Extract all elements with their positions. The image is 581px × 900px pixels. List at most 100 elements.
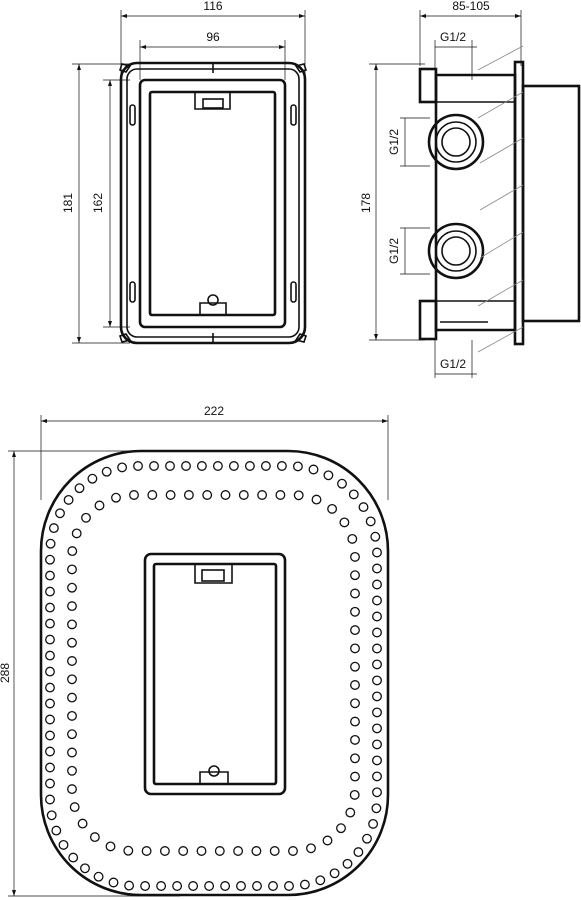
screw-hole-dot: [63, 494, 74, 505]
screw-hole-dot: [349, 789, 360, 800]
screw-hole-dot: [45, 762, 55, 773]
screw-hole-dot: [345, 807, 356, 818]
screw-hole-dot: [350, 734, 360, 745]
screw-hole-dot: [67, 710, 77, 721]
screw-hole-dot: [372, 707, 382, 718]
screw-hole-dot: [129, 490, 139, 500]
screw-hole-dot: [220, 490, 231, 500]
screw-hole-dot: [327, 503, 338, 514]
screw-hole-dot: [268, 881, 278, 891]
screw-hole-dot: [350, 771, 360, 782]
screw-hole-dot: [159, 846, 170, 856]
side-view: 85-105 G1/2 178 G1/2 G1/2: [359, 0, 581, 378]
screw-hole-dot: [45, 618, 55, 629]
screw-hole-dot: [188, 881, 199, 891]
screw-hole-dot: [67, 729, 77, 740]
screw-hole-dot: [372, 611, 382, 622]
front-width-inner-label: 96: [206, 30, 220, 44]
screw-hole-dot: [196, 461, 207, 471]
screw-hole-dot: [67, 564, 77, 575]
screw-hole-dot: [372, 563, 382, 574]
screw-hole-dot: [45, 666, 55, 677]
screw-hole-dot: [284, 881, 294, 891]
screw-hole-dot: [149, 461, 159, 471]
screw-hole-dot: [372, 691, 382, 702]
screw-hole-dot: [353, 847, 364, 858]
screw-hole-dot: [368, 818, 379, 829]
screw-hole-dot: [350, 680, 360, 690]
screw-hole-dot: [71, 528, 82, 539]
screw-hole-dot: [228, 461, 239, 471]
plate-width-label: 222: [204, 404, 224, 418]
screw-hole-dot: [371, 803, 382, 814]
screw-hole-dot: [140, 881, 151, 891]
screw-hole-dot: [141, 846, 152, 856]
front-view: 116 96 181 162: [61, 0, 308, 345]
screw-hole-dot: [45, 698, 55, 709]
screw-hole-dot: [183, 490, 194, 500]
screw-hole-dot: [220, 881, 231, 891]
screw-hole-dot: [293, 490, 304, 501]
screw-hole-dot: [45, 602, 55, 613]
screw-hole-dot: [292, 461, 303, 472]
screw-hole-dot: [358, 502, 369, 513]
screw-hole-dot: [260, 461, 271, 471]
screw-hole-dot: [306, 843, 316, 854]
screw-hole-dot: [372, 595, 382, 606]
screw-hole-dot: [69, 802, 80, 813]
side-height-label: 178: [359, 193, 373, 213]
screw-hole-dot: [342, 858, 353, 869]
screw-hole-dot: [347, 533, 358, 544]
screw-hole-dot: [350, 588, 360, 599]
side-thread-bottom-label: G1/2: [440, 357, 466, 371]
screw-hole-dot: [350, 643, 360, 654]
screw-hole-dot: [74, 483, 85, 494]
screw-hole-dot: [350, 698, 360, 709]
screw-hole-dot: [311, 494, 322, 505]
screw-hole-dot: [350, 753, 360, 764]
screw-hole-dot: [77, 818, 88, 829]
screw-hole-dot: [51, 825, 62, 836]
screw-hole-dot: [111, 492, 121, 503]
screw-hole-dot: [244, 461, 255, 471]
screw-hole-dot: [178, 846, 189, 856]
screw-hole-dot: [299, 879, 310, 890]
screw-hole-dot: [45, 746, 55, 757]
screw-hole-dot: [350, 606, 360, 617]
screw-hole-dot: [45, 682, 55, 693]
screw-hole-dot: [81, 512, 91, 523]
screw-hole-dot: [372, 771, 382, 782]
screw-hole-dot: [236, 881, 246, 891]
screw-hole-dot: [67, 784, 77, 795]
screw-hole-dot: [336, 823, 346, 834]
screw-hole-dot: [68, 852, 79, 863]
screw-hole-dot: [372, 675, 382, 686]
screw-hole-dot: [67, 765, 77, 776]
screw-hole-dot: [362, 833, 372, 844]
screw-hole-dot: [117, 462, 128, 473]
screw-hole-dot: [196, 846, 207, 856]
screw-hole-dot: [276, 461, 287, 471]
screw-hole-dot: [46, 810, 57, 821]
screw-hole-dot: [372, 547, 382, 558]
screw-hole-dot: [372, 739, 382, 750]
screw-hole-dot: [233, 846, 244, 856]
screw-hole-dot: [251, 846, 262, 856]
screw-hole-dot: [322, 835, 333, 846]
screw-hole-dot: [365, 516, 376, 527]
screw-hole-dot: [45, 794, 55, 805]
screw-hole-dot: [202, 490, 213, 500]
screw-hole-dot: [181, 461, 191, 471]
screw-hole-dot: [372, 627, 382, 638]
screw-hole-dot: [252, 881, 262, 891]
screw-hole-dot: [372, 643, 382, 654]
screw-hole-dot: [105, 841, 116, 852]
screw-hole-dot: [67, 582, 77, 593]
screw-hole-dot: [45, 538, 56, 549]
screw-hole-dot: [350, 551, 360, 562]
screw-hole-dot: [165, 490, 176, 500]
screw-hole-dot: [45, 634, 55, 645]
screw-hole-dot: [238, 490, 249, 500]
screw-hole-dot: [147, 490, 158, 500]
